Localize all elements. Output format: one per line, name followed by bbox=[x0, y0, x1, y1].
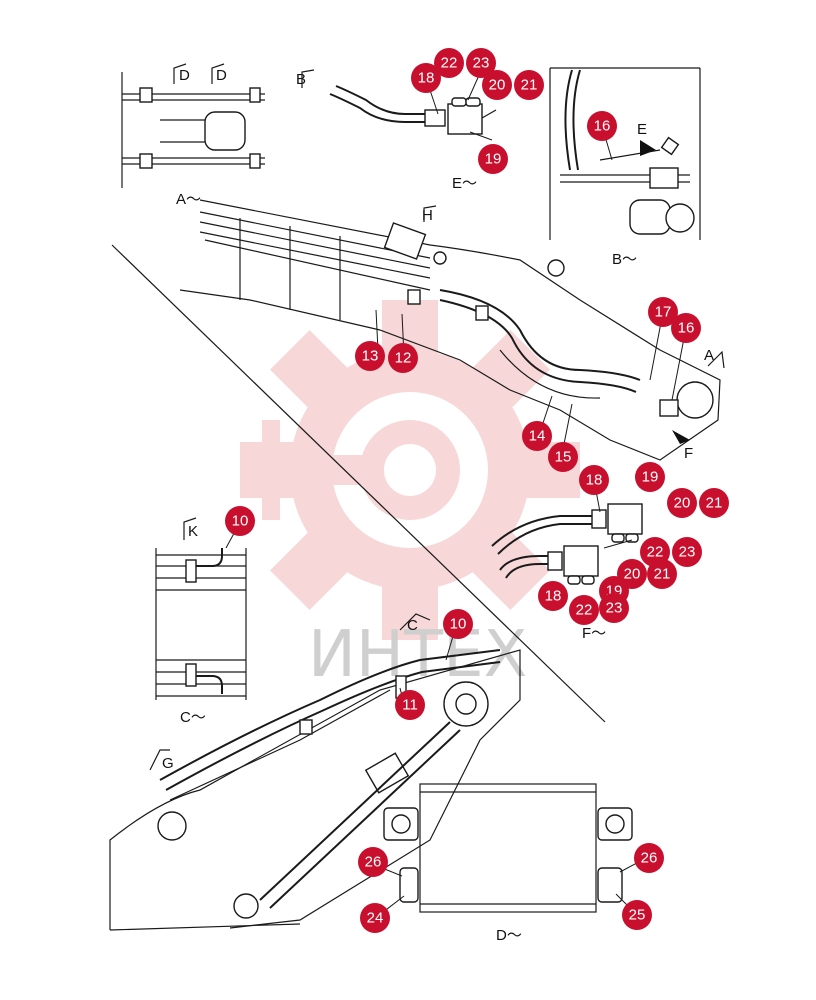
callout-14[interactable]: 14 bbox=[522, 421, 552, 451]
callout-16-main[interactable]: 16 bbox=[671, 313, 701, 343]
view-label-e: E～ bbox=[452, 175, 477, 192]
view-label-f: F～ bbox=[582, 625, 606, 642]
callout-20-e[interactable]: 20 bbox=[482, 70, 512, 100]
callout-18-f-lower[interactable]: 18 bbox=[538, 581, 568, 611]
arrow-label-c: C bbox=[407, 617, 418, 634]
callout-11[interactable]: 11 bbox=[395, 690, 425, 720]
svg-text:20: 20 bbox=[489, 77, 506, 94]
callout-20-f-upper[interactable]: 20 bbox=[667, 488, 697, 518]
lower-boom-assembly bbox=[109, 613, 521, 931]
arrow-label-e: E bbox=[637, 121, 647, 138]
callout-24[interactable]: 24 bbox=[360, 903, 390, 933]
svg-text:19: 19 bbox=[642, 469, 659, 486]
watermark-gear-icon bbox=[240, 300, 580, 640]
arrow-label-k: K bbox=[188, 523, 198, 540]
view-c-inset bbox=[155, 517, 247, 700]
svg-text:16: 16 bbox=[678, 320, 695, 337]
svg-text:13: 13 bbox=[362, 348, 379, 365]
svg-text:21: 21 bbox=[654, 566, 671, 583]
view-a-inset bbox=[121, 63, 265, 188]
view-label-d: D～ bbox=[496, 927, 522, 944]
callout-21-f-lower[interactable]: 21 bbox=[647, 559, 677, 589]
view-f-inset bbox=[491, 503, 643, 585]
svg-text:11: 11 bbox=[402, 697, 418, 714]
arrow-label-f: F bbox=[684, 445, 693, 462]
view-b-inset bbox=[549, 67, 701, 240]
arrow-label-d1: D bbox=[179, 67, 190, 84]
callout-19-f-upper[interactable]: 19 bbox=[635, 462, 665, 492]
svg-text:14: 14 bbox=[529, 428, 546, 445]
view-d-inset bbox=[383, 783, 633, 913]
callout-22-e[interactable]: 22 bbox=[434, 48, 464, 78]
svg-text:22: 22 bbox=[647, 544, 664, 561]
arrow-label-h: H bbox=[422, 207, 433, 224]
svg-text:18: 18 bbox=[418, 70, 435, 87]
callout-23-f-lower[interactable]: 23 bbox=[599, 593, 629, 623]
svg-text:21: 21 bbox=[706, 495, 723, 512]
callout-21-e[interactable]: 21 bbox=[514, 70, 544, 100]
svg-text:18: 18 bbox=[545, 588, 562, 605]
callout-25[interactable]: 25 bbox=[622, 900, 652, 930]
view-e-inset bbox=[301, 69, 497, 135]
callout-19-e[interactable]: 19 bbox=[478, 144, 508, 174]
view-label-c: C～ bbox=[180, 709, 206, 726]
svg-text:23: 23 bbox=[473, 55, 490, 72]
callout-26-d-right[interactable]: 26 bbox=[634, 843, 664, 873]
svg-text:10: 10 bbox=[232, 513, 249, 530]
svg-text:23: 23 bbox=[679, 544, 696, 561]
svg-text:22: 22 bbox=[441, 55, 458, 72]
callout-21-f-upper[interactable]: 21 bbox=[699, 488, 729, 518]
svg-text:20: 20 bbox=[624, 566, 641, 583]
svg-text:17: 17 bbox=[655, 304, 672, 321]
callout-18-f-upper[interactable]: 18 bbox=[579, 465, 609, 495]
callout-10-c[interactable]: 10 bbox=[225, 506, 255, 536]
callout-18-e[interactable]: 18 bbox=[411, 63, 441, 93]
svg-text:23: 23 bbox=[606, 600, 623, 617]
view-label-b: B～ bbox=[612, 251, 637, 268]
callout-17[interactable]: 17 bbox=[648, 297, 678, 327]
svg-text:15: 15 bbox=[555, 449, 572, 466]
svg-text:26: 26 bbox=[365, 854, 382, 871]
svg-text:18: 18 bbox=[586, 472, 603, 489]
svg-text:12: 12 bbox=[395, 350, 412, 367]
svg-text:10: 10 bbox=[450, 616, 467, 633]
svg-text:21: 21 bbox=[521, 77, 538, 94]
section-divider bbox=[111, 244, 606, 723]
arrow-label-d2: D bbox=[216, 67, 227, 84]
callout-26-d-left[interactable]: 26 bbox=[358, 847, 388, 877]
svg-text:20: 20 bbox=[674, 495, 691, 512]
callout-10-lower[interactable]: 10 bbox=[443, 609, 473, 639]
callout-16-b[interactable]: 16 bbox=[587, 111, 617, 141]
callout-23-e[interactable]: 23 bbox=[466, 48, 496, 78]
callout-12[interactable]: 12 bbox=[388, 343, 418, 373]
upper-boom-assembly bbox=[179, 199, 725, 461]
arrow-label-g: G bbox=[162, 755, 174, 772]
svg-text:22: 22 bbox=[576, 602, 593, 619]
arrow-label-a: A bbox=[704, 347, 714, 364]
arrow-label-b: B bbox=[296, 71, 306, 88]
svg-text:16: 16 bbox=[594, 118, 611, 135]
callout-23-f-upper[interactable]: 23 bbox=[672, 537, 702, 567]
callout-22-f-lower[interactable]: 22 bbox=[569, 595, 599, 625]
svg-text:24: 24 bbox=[367, 910, 384, 927]
callout-13[interactable]: 13 bbox=[355, 341, 385, 371]
callout-15[interactable]: 15 bbox=[548, 442, 578, 472]
svg-text:26: 26 bbox=[641, 850, 658, 867]
svg-text:19: 19 bbox=[485, 151, 502, 168]
svg-text:25: 25 bbox=[629, 907, 646, 924]
view-label-a: A～ bbox=[176, 191, 201, 208]
